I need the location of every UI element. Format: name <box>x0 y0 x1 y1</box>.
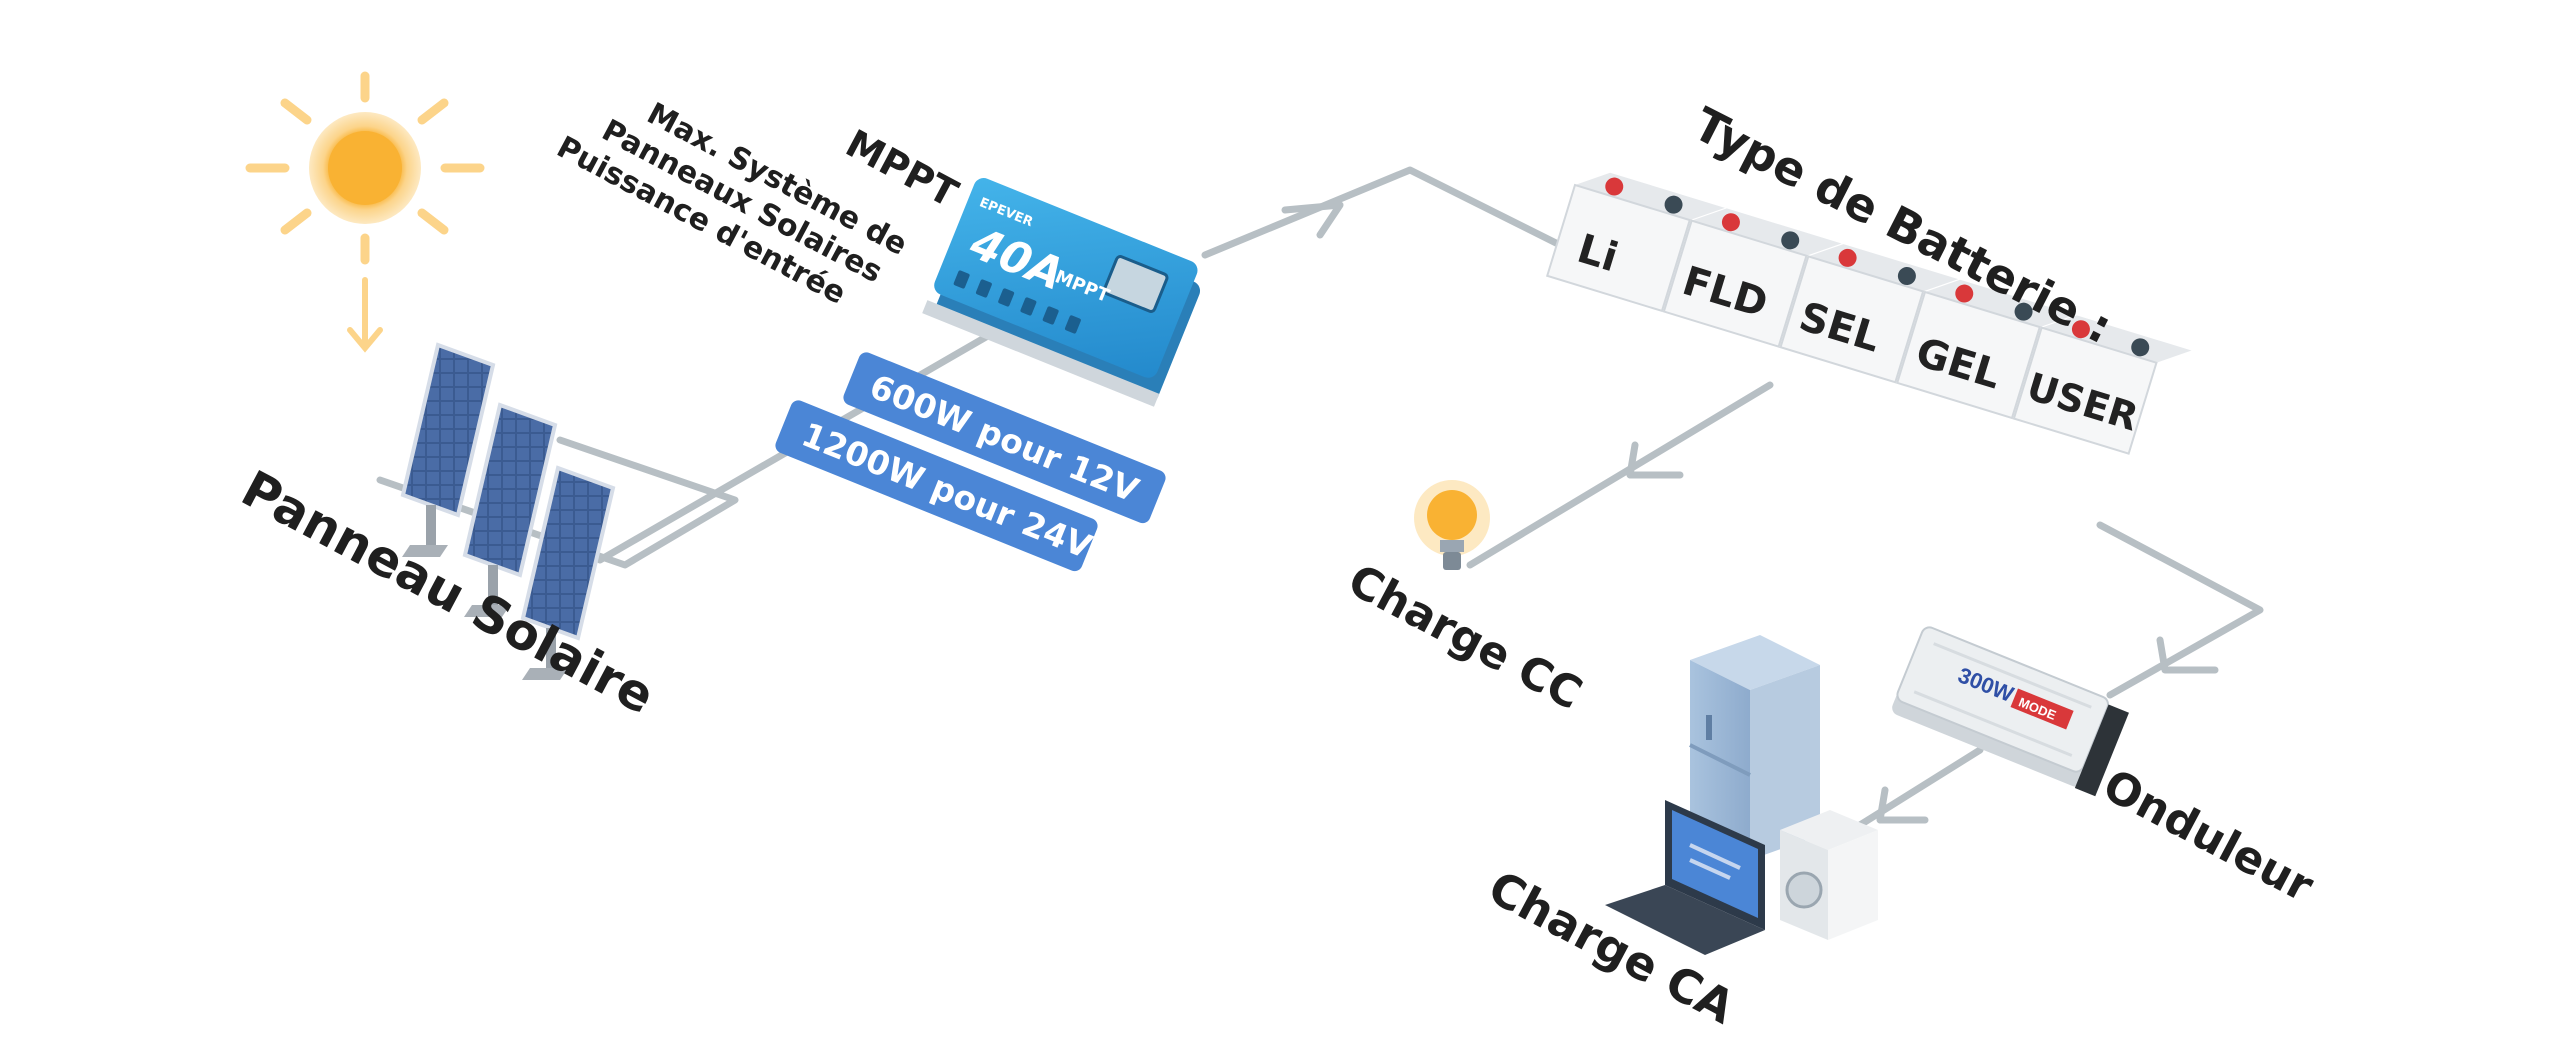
battery-bank: Li FLD SEL GEL USER <box>1545 172 2192 455</box>
washing-machine-icon <box>1780 810 1878 940</box>
input-power-label: Max. Système de Panneaux Solaires Puissa… <box>551 96 913 311</box>
controller-screen <box>1102 255 1169 313</box>
refrigerator-icon <box>1689 635 1820 860</box>
arrow-to-battery <box>1281 201 1344 239</box>
arrow-to-dc-load <box>1626 441 1684 479</box>
arrow-to-inverter <box>2156 636 2219 674</box>
wire-mppt-to-battery <box>1201 166 1574 259</box>
wire-battery-to-inverter <box>2096 521 2264 699</box>
light-bulb-icon <box>1414 480 1490 570</box>
solar-panel-icon <box>400 342 616 680</box>
battery-user: USER <box>2012 315 2192 455</box>
inverter-label: Onduleur <box>2095 760 2322 913</box>
arrow-to-ac-load <box>1876 786 1929 824</box>
battery-fld: FLD <box>1662 208 1842 348</box>
battery-li: Li <box>1545 172 1725 313</box>
laptop-icon <box>1605 800 1765 955</box>
wire-battery-to-dc-load <box>1466 381 1774 569</box>
sunlight-arrow-icon <box>347 277 383 353</box>
inverter-device: 300W MODE <box>1892 626 2129 797</box>
battery-gel: GEL <box>1895 279 2075 420</box>
sun-icon <box>245 71 485 265</box>
battery-sel: SEL <box>1779 244 1959 384</box>
mppt-controller: EPEVER 40A MPPT <box>922 178 1201 407</box>
dc-load-label: Charge CC <box>1340 555 1590 720</box>
